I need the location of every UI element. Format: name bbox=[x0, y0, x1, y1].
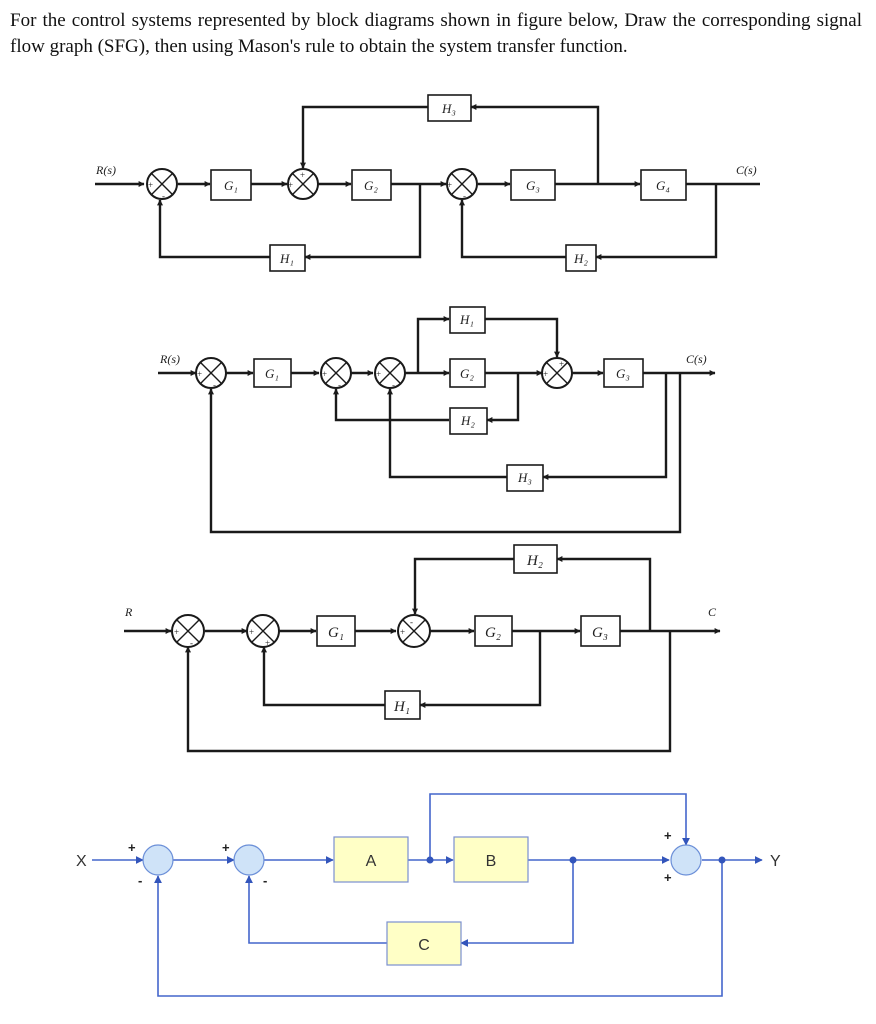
diagram-1: + - + + + - G₁ G₂ G₃ G₄ H₁ H₂ H₃ bbox=[95, 94, 760, 272]
svg-text:-: - bbox=[263, 873, 267, 888]
block-g1: G₁ bbox=[224, 178, 238, 193]
svg-text:-: - bbox=[213, 380, 216, 390]
svg-text:+: + bbox=[197, 369, 202, 379]
svg-text:+: + bbox=[559, 359, 564, 369]
diagram-2-lines bbox=[158, 316, 716, 534]
diagram-4-output: Y bbox=[770, 853, 781, 870]
block-h2: H₂ bbox=[460, 413, 475, 428]
svg-text:+: + bbox=[300, 170, 305, 180]
diagram-4-lines bbox=[92, 793, 763, 997]
diagram-2: + - + - + - + + G₁ H₁ G₂ H₂ H₃ bbox=[158, 306, 716, 534]
svg-text:+: + bbox=[148, 180, 153, 190]
diagram-3-lines bbox=[124, 556, 721, 753]
svg-text:+: + bbox=[664, 870, 672, 885]
block-g2: G₂ bbox=[485, 625, 501, 641]
block-g1: G₁ bbox=[265, 366, 279, 381]
svg-text:+: + bbox=[322, 369, 327, 379]
svg-text:+: + bbox=[543, 369, 548, 379]
block-h2: H₂ bbox=[526, 553, 543, 569]
diagram-3-output: C bbox=[708, 605, 717, 619]
svg-text:+: + bbox=[447, 180, 452, 190]
diagram-4-blocks: A B C bbox=[333, 836, 529, 966]
svg-text:-: - bbox=[338, 380, 341, 390]
svg-text:-: - bbox=[410, 617, 413, 627]
svg-text:+: + bbox=[128, 840, 136, 855]
svg-text:+: + bbox=[400, 627, 405, 637]
question-text: For the control systems represented by b… bbox=[10, 10, 862, 57]
svg-text:+: + bbox=[249, 627, 254, 637]
diagram-1-blocks: G₁ G₂ G₃ G₄ H₁ H₂ H₃ bbox=[210, 94, 687, 272]
block-a: A bbox=[366, 853, 377, 870]
block-g3: G₃ bbox=[592, 625, 608, 641]
svg-text:+: + bbox=[288, 180, 293, 190]
diagram-1-summing-junctions: + - + + + - bbox=[146, 168, 478, 201]
diagram-3: + - + + + - H₂ G₁ G₂ G₃ H₁ R C bbox=[124, 544, 721, 753]
diagram-1-lines bbox=[95, 104, 760, 260]
block-h1: H₁ bbox=[279, 251, 294, 266]
block-h3: H₃ bbox=[441, 101, 456, 116]
svg-text:+: + bbox=[376, 369, 381, 379]
block-h1: H₁ bbox=[459, 312, 474, 327]
diagram-3-blocks: H₂ G₁ G₂ G₃ H₁ bbox=[316, 544, 621, 720]
svg-text:+: + bbox=[222, 840, 230, 855]
block-g1: G₁ bbox=[328, 625, 344, 641]
svg-text:-: - bbox=[463, 191, 466, 201]
svg-text:+: + bbox=[664, 828, 672, 843]
diagram-2-output: C(s) bbox=[686, 352, 707, 366]
diagram-3-summing-junctions: + - + + + - bbox=[171, 614, 431, 648]
svg-text:-: - bbox=[162, 191, 165, 201]
diagram-4-input: X bbox=[76, 853, 87, 870]
svg-text:+: + bbox=[174, 627, 179, 637]
svg-text:-: - bbox=[190, 638, 193, 648]
svg-text:+: + bbox=[265, 638, 270, 648]
block-b: B bbox=[486, 853, 497, 870]
block-c: C bbox=[418, 937, 430, 954]
svg-text:-: - bbox=[138, 873, 142, 888]
block-h3: H₃ bbox=[517, 470, 532, 485]
svg-text:-: - bbox=[392, 380, 395, 390]
block-g2: G₂ bbox=[460, 366, 474, 381]
diagram-1-input: R(s) bbox=[95, 163, 116, 177]
diagram-3-input: R bbox=[124, 605, 133, 619]
block-g3: G₃ bbox=[616, 366, 630, 381]
block-g3: G₃ bbox=[526, 178, 540, 193]
block-h1: H₁ bbox=[393, 699, 410, 715]
diagram-4: + - + - + + A B C X Y bbox=[76, 793, 781, 997]
block-g4: G₄ bbox=[656, 178, 670, 193]
diagram-2-blocks: G₁ H₁ G₂ H₂ H₃ G₃ bbox=[253, 306, 644, 492]
diagram-2-input: R(s) bbox=[159, 352, 180, 366]
diagram-4-summing-junctions: + - + - + + bbox=[128, 828, 702, 888]
diagram-2-summing-junctions: + - + - + - + + bbox=[195, 357, 573, 390]
block-h2: H₂ bbox=[573, 251, 588, 266]
diagram-1-output: C(s) bbox=[736, 163, 757, 177]
block-g2: G₂ bbox=[364, 178, 378, 193]
